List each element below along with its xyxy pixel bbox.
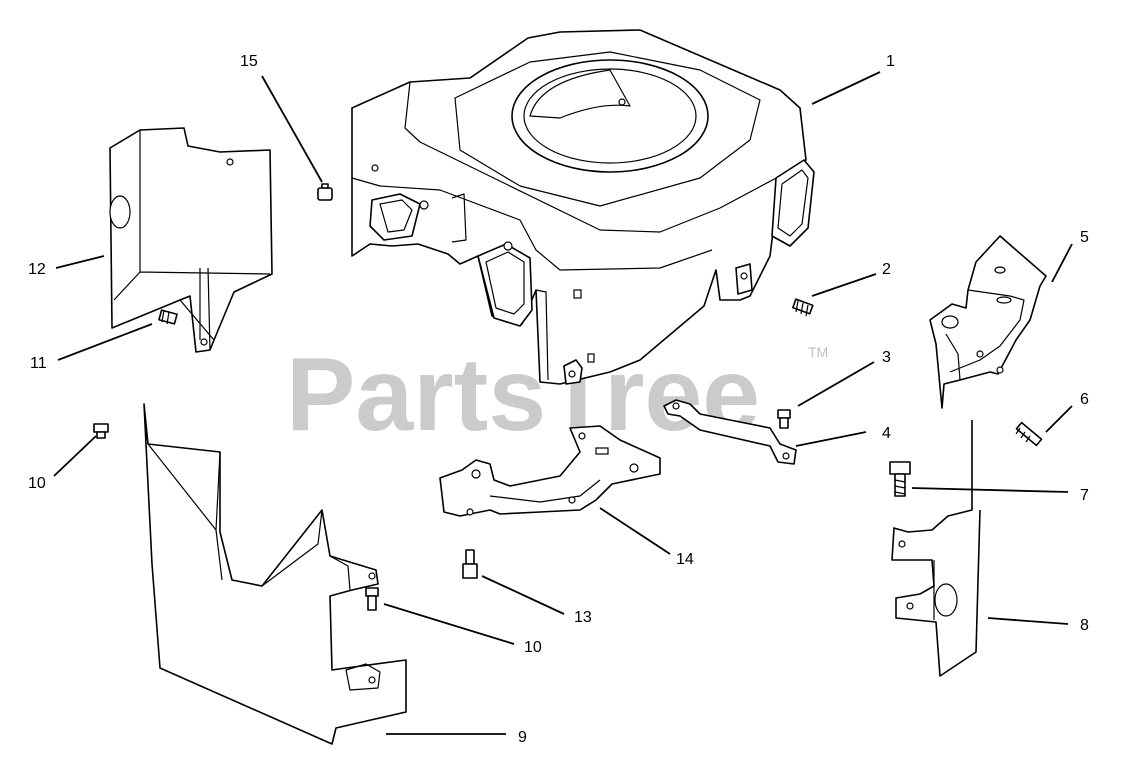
callout-8: 8 bbox=[1080, 617, 1089, 634]
callout-14: 14 bbox=[676, 551, 694, 568]
leader-line-10-lower bbox=[383, 603, 515, 645]
part-4-bracket-strap bbox=[663, 399, 797, 465]
leader-line-3 bbox=[797, 361, 875, 407]
leader-line-12 bbox=[55, 255, 105, 269]
part-11-screw bbox=[158, 309, 178, 325]
leader-line-4 bbox=[795, 431, 867, 447]
callout-5: 5 bbox=[1080, 229, 1089, 246]
leader-lines bbox=[53, 71, 1073, 735]
callout-11: 11 bbox=[30, 355, 47, 372]
part-10-screw-upper bbox=[93, 423, 109, 439]
part-9-lower-shroud bbox=[143, 403, 407, 745]
leader-line-14 bbox=[599, 507, 671, 555]
watermark-trademark: TM bbox=[808, 344, 828, 360]
part-6-screw bbox=[1015, 421, 1043, 447]
leader-line-11 bbox=[57, 323, 153, 361]
callout-numbers: 1 2 3 4 5 6 7 8 9 10 10 11 12 13 14 15 bbox=[28, 53, 1089, 746]
callout-9: 9 bbox=[518, 729, 527, 746]
callout-4: 4 bbox=[882, 425, 891, 442]
callout-15: 15 bbox=[240, 53, 258, 70]
callout-10-upper: 10 bbox=[28, 475, 46, 492]
part-13-screw bbox=[462, 549, 478, 579]
part-10-screw-lower bbox=[365, 587, 379, 611]
callout-6: 6 bbox=[1080, 391, 1089, 408]
part-1-blower-housing bbox=[351, 29, 815, 385]
part-8-rear-baffle bbox=[891, 420, 981, 677]
callout-3: 3 bbox=[882, 349, 891, 366]
leader-line-5 bbox=[1051, 243, 1073, 283]
part-14-support-bracket bbox=[439, 425, 661, 517]
callout-13: 13 bbox=[574, 609, 592, 626]
part-5-side-baffle bbox=[929, 235, 1047, 409]
part-3-screw bbox=[777, 409, 791, 429]
part-12-side-shroud bbox=[109, 127, 273, 353]
leader-line-13 bbox=[481, 575, 565, 615]
callout-12: 12 bbox=[28, 261, 46, 278]
part-15-grommet bbox=[317, 183, 333, 201]
part-7-screw bbox=[889, 461, 911, 497]
callout-1: 1 bbox=[886, 53, 895, 70]
leader-line-2 bbox=[811, 273, 877, 297]
watermark-text: PartsTree bbox=[286, 337, 760, 453]
callout-2: 2 bbox=[882, 261, 891, 278]
leader-line-1 bbox=[811, 71, 881, 105]
leader-line-10-upper bbox=[53, 435, 97, 477]
callout-10-lower: 10 bbox=[524, 639, 542, 656]
leader-line-7 bbox=[911, 487, 1069, 493]
part-2-screw bbox=[792, 298, 814, 317]
leader-line-6 bbox=[1045, 405, 1073, 433]
callout-7: 7 bbox=[1080, 487, 1089, 504]
leader-line-15 bbox=[261, 75, 323, 183]
leader-line-8 bbox=[987, 617, 1069, 625]
